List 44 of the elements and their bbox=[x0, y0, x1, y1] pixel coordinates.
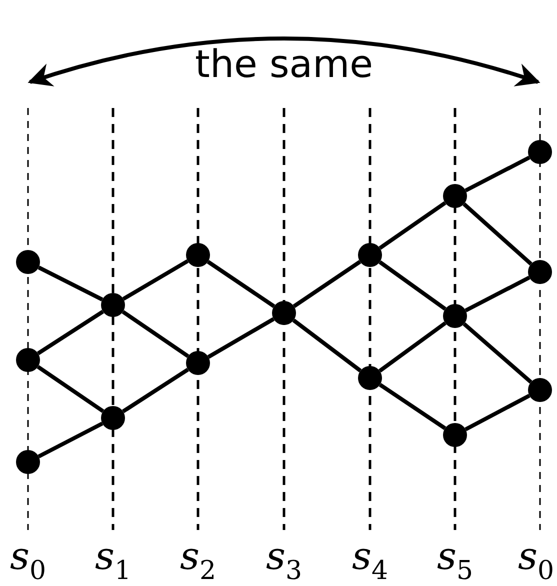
connector-line bbox=[378, 201, 446, 250]
column-label: s$_{1}$ bbox=[94, 536, 132, 586]
dot bbox=[443, 184, 467, 208]
connector-line bbox=[378, 260, 446, 311]
column-label: s$_{4}$ bbox=[352, 536, 388, 586]
connector-line bbox=[462, 322, 532, 384]
dot bbox=[528, 378, 552, 402]
connector-line bbox=[464, 156, 530, 192]
connector-line bbox=[38, 266, 104, 302]
connector-line bbox=[122, 368, 190, 414]
connector-line bbox=[378, 383, 446, 430]
column-label: s$_{0}$ bbox=[10, 536, 46, 586]
dot bbox=[186, 243, 210, 267]
connector-line bbox=[36, 365, 104, 413]
dot bbox=[16, 450, 40, 474]
connector-line bbox=[38, 422, 104, 458]
column-label: s$_{0}$ bbox=[518, 536, 554, 586]
arrow-label: the same bbox=[195, 42, 373, 86]
connector-line bbox=[207, 317, 275, 359]
connector-line bbox=[292, 260, 362, 308]
connector-line bbox=[462, 202, 532, 266]
connector-line bbox=[378, 321, 446, 373]
column-label: s$_{5}$ bbox=[436, 536, 474, 586]
column-label: s$_{2}$ bbox=[180, 536, 216, 586]
dot bbox=[443, 423, 467, 447]
dot bbox=[528, 140, 552, 164]
dot bbox=[101, 406, 125, 430]
connector-line bbox=[36, 310, 104, 356]
dot bbox=[443, 304, 467, 328]
dot bbox=[16, 250, 40, 274]
dot bbox=[101, 293, 125, 317]
dot bbox=[16, 348, 40, 372]
connector-line bbox=[464, 394, 530, 432]
dot bbox=[528, 260, 552, 284]
connector-line bbox=[292, 318, 362, 372]
column-label: s$_{3}$ bbox=[266, 536, 302, 586]
dot bbox=[358, 366, 382, 390]
connector-line bbox=[122, 259, 189, 301]
dot bbox=[186, 351, 210, 375]
connector-line bbox=[464, 276, 530, 312]
connector-line bbox=[122, 310, 190, 358]
connector-line bbox=[206, 260, 276, 308]
dot bbox=[272, 301, 296, 325]
dot bbox=[358, 243, 382, 267]
